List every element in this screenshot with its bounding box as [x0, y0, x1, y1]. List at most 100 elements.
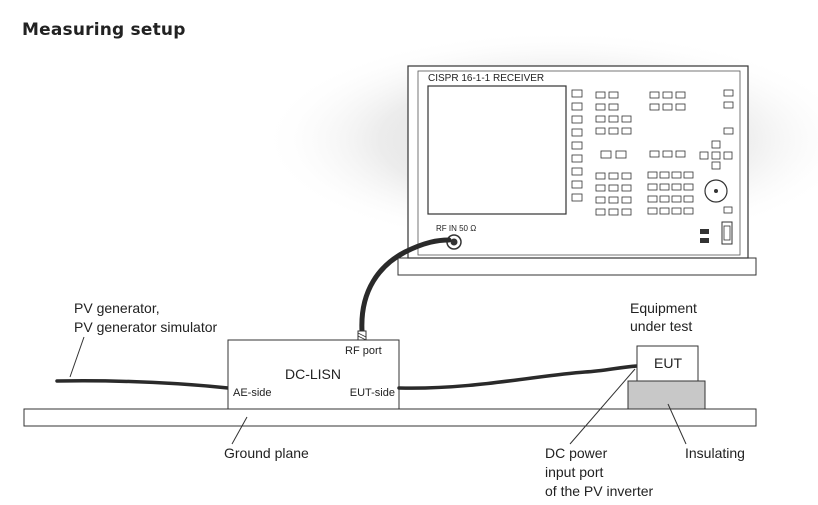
softkey-button	[571, 167, 583, 176]
panel-key	[662, 91, 673, 99]
pv-cable	[55, 379, 230, 390]
small-connector-2	[700, 238, 709, 243]
softkey-column	[571, 89, 583, 202]
eut-box	[636, 345, 699, 382]
panel-key	[595, 91, 606, 99]
panel-key	[662, 150, 673, 158]
panel-key	[608, 196, 619, 204]
lisn-rf-port-label: RF port	[345, 345, 382, 357]
ground-plane-label: Ground plane	[224, 445, 309, 461]
softkey-button	[571, 193, 583, 202]
diagram-title: Measuring setup	[22, 20, 186, 40]
panel-key	[671, 183, 682, 191]
panel-key	[621, 115, 632, 123]
panel-key	[683, 171, 694, 179]
panel-key	[671, 195, 682, 203]
panel-key	[649, 150, 660, 158]
insulating-label: Insulating	[685, 445, 745, 461]
eut-caption-line1: Equipment	[630, 300, 697, 316]
panel-key	[615, 150, 627, 159]
panel-key	[675, 91, 686, 99]
dc-port-label-line1: DC power	[545, 445, 608, 461]
pv-leader-line	[69, 336, 85, 378]
panel-key	[621, 127, 632, 135]
panel-key	[608, 103, 619, 111]
panel-key	[595, 196, 606, 204]
panel-key	[662, 103, 673, 111]
eut-cable	[397, 364, 639, 390]
panel-key	[608, 184, 619, 192]
ground-plane	[23, 408, 757, 427]
panel-key	[608, 127, 619, 135]
lisn-ae-side-label: AE-side	[233, 387, 272, 399]
panel-key	[675, 103, 686, 111]
panel-key	[723, 89, 734, 97]
softkey-button	[571, 128, 583, 137]
panel-key	[683, 183, 694, 191]
panel-key	[683, 207, 694, 215]
panel-key	[647, 207, 658, 215]
panel-key	[683, 195, 694, 203]
keypad-buttons	[595, 89, 734, 216]
panel-key	[608, 172, 619, 180]
coax-cable	[359, 237, 452, 334]
panel-key	[595, 103, 606, 111]
panel-key	[621, 196, 632, 204]
dc-port-label-line3: of the PV inverter	[545, 483, 654, 499]
panel-key	[595, 172, 606, 180]
eut-box-label: EUT	[654, 355, 682, 371]
softkey-button	[571, 115, 583, 124]
panel-key	[600, 150, 612, 159]
softkey-button	[571, 154, 583, 163]
receiver: CISPR 16-1-1 RECEIVER RF IN 50 Ω	[407, 65, 749, 259]
rotary-knob-dot	[714, 189, 718, 193]
lisn-name: DC-LISN	[285, 366, 341, 382]
rf-input-label: RF IN 50 Ω	[436, 224, 476, 233]
panel-key	[595, 115, 606, 123]
panel-key	[608, 115, 619, 123]
panel-key	[647, 171, 658, 179]
panel-key	[649, 91, 660, 99]
panel-key	[711, 161, 721, 170]
insulating-leader-line	[667, 403, 687, 445]
pv-label-line1: PV generator,	[74, 300, 160, 316]
panel-key	[647, 183, 658, 191]
panel-key	[699, 151, 709, 160]
panel-key	[723, 127, 734, 135]
panel-key	[621, 184, 632, 192]
panel-key	[595, 208, 606, 216]
panel-key	[621, 208, 632, 216]
dc-port-leader-line	[569, 368, 636, 445]
panel-key	[671, 171, 682, 179]
panel-key	[659, 171, 670, 179]
panel-key	[723, 101, 734, 109]
panel-key	[671, 207, 682, 215]
pv-label-line2: PV generator simulator	[74, 319, 218, 335]
panel-key	[659, 183, 670, 191]
eut-caption-line2: under test	[630, 318, 692, 334]
panel-key	[675, 150, 686, 158]
lisn-eut-side-label: EUT-side	[350, 387, 395, 399]
panel-key	[711, 140, 721, 149]
softkey-button	[571, 180, 583, 189]
softkey-button	[571, 141, 583, 150]
dc-port-label-line2: input port	[545, 464, 603, 480]
panel-key	[659, 207, 670, 215]
receiver-screen	[427, 85, 567, 215]
dc-lisn-box	[227, 339, 400, 410]
ground-plane-leader-line	[231, 416, 248, 445]
panel-key	[723, 151, 733, 160]
softkey-button	[571, 102, 583, 111]
receiver-name: CISPR 16-1-1 RECEIVER	[428, 73, 544, 84]
panel-key	[723, 206, 733, 214]
insulating-block	[627, 380, 706, 410]
panel-key	[595, 127, 606, 135]
panel-key	[608, 208, 619, 216]
panel-key	[647, 195, 658, 203]
panel-key	[621, 172, 632, 180]
receiver-shelf	[397, 257, 757, 276]
panel-key	[649, 103, 660, 111]
rf-port-connector	[357, 330, 367, 341]
small-connector-1	[700, 229, 709, 234]
